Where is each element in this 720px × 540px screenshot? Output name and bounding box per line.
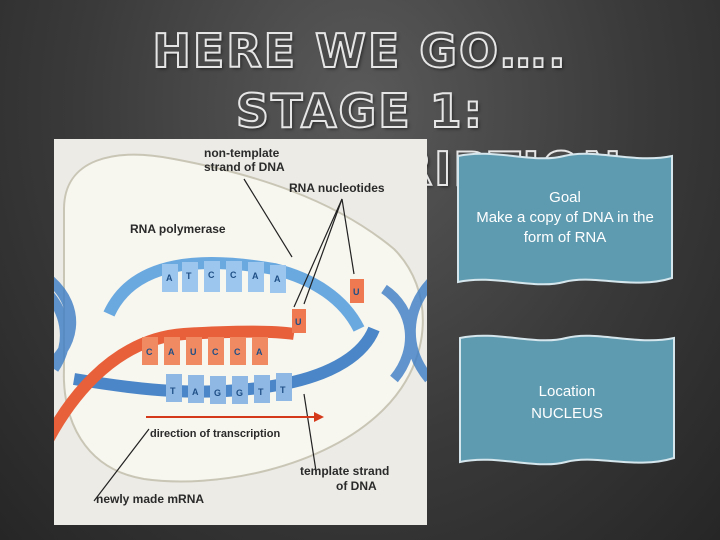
top-base-4: C — [230, 270, 237, 280]
free-nucleotide-2-shape — [350, 279, 364, 303]
goal-heading: Goal — [549, 189, 581, 206]
label-non-template-1: non-template — [204, 146, 280, 160]
dna-helix-left — [54, 276, 77, 372]
mrna-base-6: A — [256, 347, 263, 357]
top-base-2: T — [186, 271, 192, 281]
top-bases: A T C C A A — [162, 261, 286, 293]
mrna-base-3: U — [190, 347, 197, 357]
bottom-bases: T A G G T T — [166, 373, 292, 404]
top-base-5: A — [252, 271, 259, 281]
free-nucleotide-2: U — [353, 287, 360, 297]
top-base-1: A — [166, 273, 173, 283]
free-nucleotide-1-shape — [292, 309, 306, 333]
mrna-strand — [54, 325, 295, 442]
goal-body: Make a copy of DNA in the form of RNA — [476, 209, 654, 246]
location-body: NUCLEUS — [531, 405, 603, 422]
dna-helix-right — [381, 279, 427, 383]
bottom-base-5: T — [258, 387, 264, 397]
label-template-1: template strand — [300, 464, 389, 478]
bottom-base-1: T — [170, 386, 176, 396]
title-line-2: STAGE 1: — [235, 84, 485, 138]
top-base-3: C — [208, 270, 215, 280]
mrna-base-1: C — [146, 347, 153, 357]
mrna-base-2: A — [168, 347, 175, 357]
transcription-figure: A T C C A A T A G G T T — [54, 139, 427, 525]
goal-callout: Goal Make a copy of DNA in the form of R… — [454, 150, 676, 292]
mrna-bases: C A U C C A — [142, 337, 268, 365]
location-heading: Location — [538, 383, 596, 400]
label-template-2: of DNA — [336, 479, 377, 493]
transcription-bubble — [62, 153, 424, 483]
bottom-base-4: G — [236, 388, 243, 398]
label-direction: direction of transcription — [150, 428, 280, 440]
label-rna-polymerase: RNA polymerase — [130, 222, 226, 236]
bottom-base-2: A — [192, 387, 199, 397]
location-callout: Location NUCLEUS — [456, 332, 678, 472]
mrna-base-4: C — [212, 347, 219, 357]
bottom-base-3: G — [214, 388, 221, 398]
label-non-template-2: strand of DNA — [204, 160, 285, 174]
mrna-base-5: C — [234, 347, 241, 357]
transcription-diagram: A T C C A A T A G G T T — [54, 146, 427, 506]
bottom-base-6: T — [280, 385, 286, 395]
label-mrna: newly made mRNA — [96, 492, 204, 506]
label-rna-nucleotides: RNA nucleotides — [289, 181, 385, 195]
free-nucleotide-1: U — [295, 317, 302, 327]
top-base-6: A — [274, 274, 281, 284]
title-line-1: HERE WE GO…. — [151, 24, 568, 78]
